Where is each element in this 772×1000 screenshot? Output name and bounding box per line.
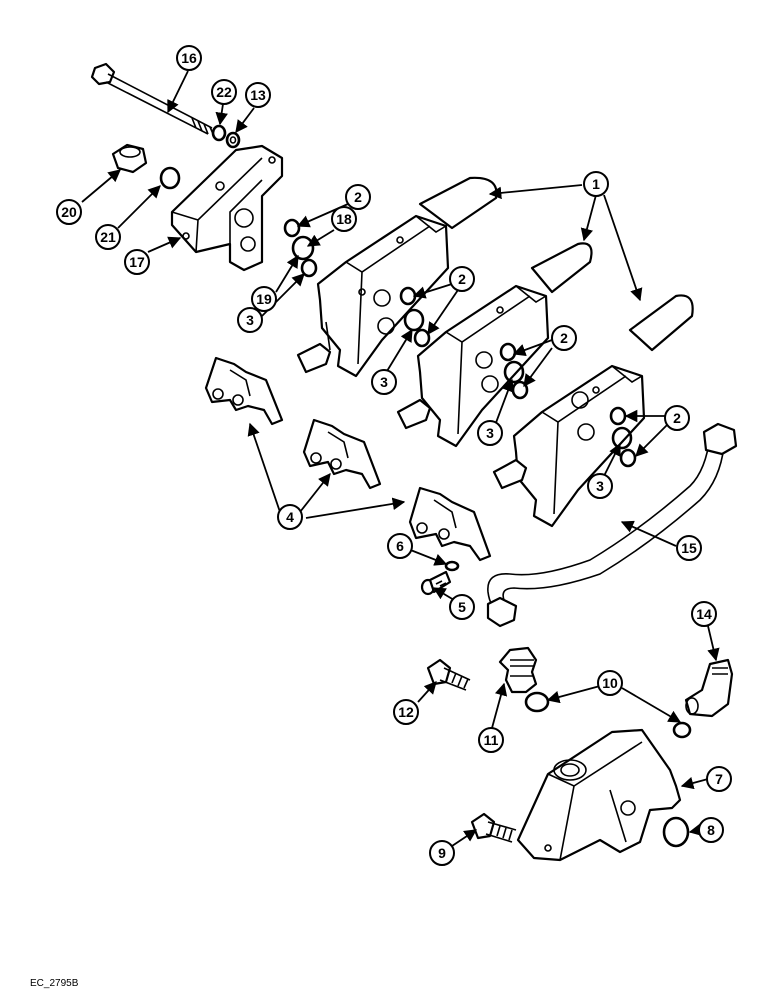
- svg-text:2: 2: [560, 330, 568, 346]
- svg-text:10: 10: [602, 675, 618, 691]
- bolt-9: [470, 812, 517, 843]
- callout-1: 1: [583, 171, 609, 197]
- o-rings-18-19: [283, 218, 318, 278]
- svg-text:20: 20: [61, 204, 77, 220]
- callout-18: 18: [331, 206, 357, 232]
- callout-2a: 2: [345, 184, 371, 210]
- callout-15: 15: [676, 535, 702, 561]
- callout-7: 7: [706, 766, 732, 792]
- svg-text:17: 17: [129, 254, 145, 270]
- valve-section-1a: [296, 176, 498, 378]
- svg-text:3: 3: [246, 312, 254, 328]
- callout-3d: 3: [587, 473, 613, 499]
- svg-text:13: 13: [250, 87, 266, 103]
- callout-19: 19: [251, 286, 277, 312]
- svg-text:7: 7: [715, 771, 723, 787]
- svg-text:2: 2: [458, 271, 466, 287]
- o-ring-8: [662, 816, 690, 848]
- callout-2b: 2: [449, 266, 475, 292]
- tube-15: [486, 422, 738, 628]
- callout-3a: 3: [237, 307, 263, 333]
- callout-17: 17: [124, 249, 150, 275]
- svg-text:1: 1: [592, 176, 600, 192]
- callout-13: 13: [245, 82, 271, 108]
- inlet-block-17: [170, 144, 284, 272]
- figure-code: EC_2795B: [30, 978, 79, 989]
- svg-text:3: 3: [486, 425, 494, 441]
- plug-20: [111, 143, 148, 174]
- clip-6: [444, 560, 460, 572]
- washer-22: [211, 124, 227, 142]
- clevis-4c: [408, 486, 492, 562]
- screw-5: [420, 570, 452, 596]
- callout-21: 21: [95, 224, 121, 250]
- callout-10: 10: [597, 670, 623, 696]
- callout-2d: 2: [664, 405, 690, 431]
- svg-text:21: 21: [100, 229, 116, 245]
- callout-12: 12: [393, 699, 419, 725]
- callout-9: 9: [429, 840, 455, 866]
- svg-text:8: 8: [707, 822, 715, 838]
- callout-22: 22: [211, 79, 237, 105]
- clevis-4b: [302, 418, 382, 490]
- elbow-14: [684, 658, 734, 718]
- callout-3c: 3: [477, 420, 503, 446]
- callout-5: 5: [449, 594, 475, 620]
- svg-text:2: 2: [673, 410, 681, 426]
- svg-text:22: 22: [216, 84, 232, 100]
- callout-3b: 3: [371, 369, 397, 395]
- bolt-12: [426, 658, 471, 691]
- callout-6: 6: [387, 533, 413, 559]
- svg-text:12: 12: [398, 704, 414, 720]
- svg-text:16: 16: [181, 50, 197, 66]
- callout-11: 11: [478, 727, 504, 753]
- svg-text:2: 2: [354, 189, 362, 205]
- svg-text:9: 9: [438, 845, 446, 861]
- svg-text:6: 6: [396, 538, 404, 554]
- svg-text:4: 4: [286, 509, 294, 525]
- callout-8: 8: [698, 817, 724, 843]
- outlet-block-7: [516, 728, 682, 862]
- svg-text:5: 5: [458, 599, 466, 615]
- svg-text:3: 3: [596, 478, 604, 494]
- svg-text:19: 19: [256, 291, 272, 307]
- clevis-4a: [204, 356, 284, 426]
- nut-13: [225, 131, 241, 149]
- leader-lines: [81, 70, 720, 847]
- svg-text:15: 15: [681, 540, 697, 556]
- svg-text:14: 14: [696, 606, 712, 622]
- adapter-11: [498, 646, 538, 694]
- callout-2c: 2: [551, 325, 577, 351]
- svg-text:18: 18: [336, 211, 352, 227]
- svg-text:11: 11: [484, 732, 499, 748]
- valve-section-1b: [396, 242, 593, 448]
- svg-text:3: 3: [380, 374, 388, 390]
- callout-14: 14: [691, 601, 717, 627]
- callout-4: 4: [277, 504, 303, 530]
- o-ring-21: [159, 166, 181, 190]
- bolt-16: [90, 62, 215, 137]
- callout-16: 16: [176, 45, 202, 71]
- callout-20: 20: [56, 199, 82, 225]
